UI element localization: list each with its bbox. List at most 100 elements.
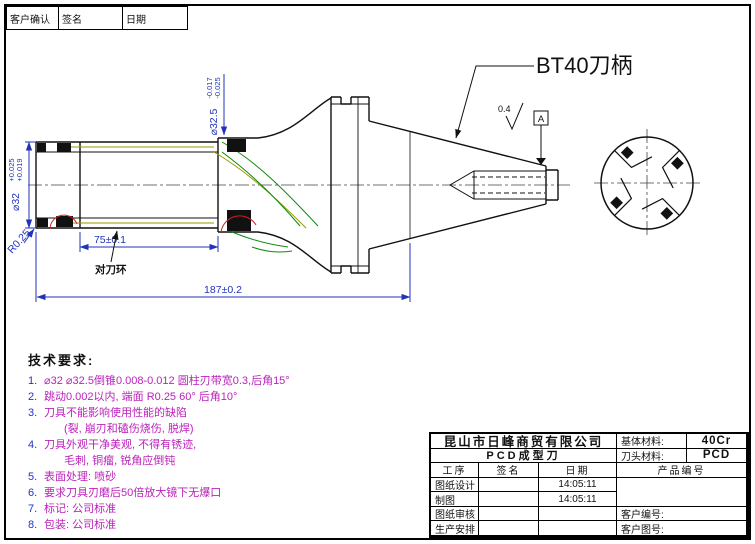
tech-req-line: 3. 刀具不能影响使用性能的缺陷 (28, 405, 420, 421)
tech-req-text: (裂, 崩刃和磕伤烧伤, 脱焊) (64, 423, 194, 435)
tech-req-text: 表面处理: 喷砂 (44, 471, 117, 483)
insert-top-left-b (57, 143, 71, 152)
tech-req-text: 刀具外观干净美观, 不得有锈迹, (44, 439, 197, 451)
thread-outline (449, 170, 546, 200)
tech-req-number (48, 453, 64, 469)
red-arc-left (49, 214, 78, 230)
shank-leader (455, 65, 534, 139)
tech-req-text: 毛刺, 铜瘤, 锐角应倒钝 (64, 455, 176, 467)
neck-curves (257, 97, 332, 273)
date-cell (539, 521, 617, 536)
tech-req-number: 7. (28, 503, 38, 515)
endview-flute-4 (614, 146, 653, 169)
tech-req-line: 毛刺, 铜瘤, 锐角应倒钝 (28, 453, 420, 469)
date-cell: 14:05:11 (539, 492, 617, 507)
ring-leader (110, 230, 119, 263)
dim-body-dia-text: ⌀32 +0.025 +0.019 (7, 158, 24, 211)
tech-req-number: 3. (28, 407, 38, 419)
tech-req-number: 2. (28, 391, 38, 403)
tech-req-text: 要求刀具刃磨后50倍放大镜下无爆口 (44, 487, 222, 499)
braze-lines-olive (60, 146, 307, 229)
title-block: 昆山市日峰商贸有限公司 基体材料: 40Cr PCD成型刀 刀头材料: PCD … (429, 432, 749, 538)
tech-req-number: 8. (28, 519, 38, 531)
tech-req-number: 6. (28, 487, 38, 499)
insert-top-right (227, 139, 246, 152)
customer-date-cell: 日期 (126, 15, 146, 26)
base-material-label: 基体材料: (617, 434, 687, 449)
company-name: 昆山市日峰商贸有限公司 (431, 434, 617, 449)
ring-dia-tol-lower: -0.025 (213, 77, 222, 98)
taper-outline (368, 120, 559, 250)
centerlines (28, 129, 702, 237)
thread-dashed-lines (472, 176, 545, 194)
insert-bottom-left-a (37, 218, 48, 227)
ring-dia-value: ⌀32.5 (208, 108, 220, 135)
tech-req-line: 8. 包装: 公司标准 (28, 517, 420, 533)
braze-curve (213, 151, 307, 229)
thread-hole (449, 170, 546, 200)
insert-bottom-right (227, 210, 251, 231)
body-dia-tol-lower: +0.019 (15, 158, 24, 181)
endview-flute-2 (641, 197, 680, 220)
body-dia-tol-upper: +0.025 (7, 158, 16, 181)
customer-no-label: 客户编号: (617, 506, 747, 522)
dim-body-length-text: 75±0.1 (94, 234, 126, 246)
tech-req-line: (裂, 崩刃和磕伤烧伤, 脱焊) (28, 421, 420, 437)
tech-req-number (48, 421, 64, 437)
column-header-date: 日期 (539, 463, 617, 478)
process-row-label: 图纸审核 (431, 506, 479, 522)
roughness-value: 0.4 (498, 104, 511, 114)
flute-curve-4 (251, 246, 293, 253)
endview-outer-circle (600, 136, 694, 230)
tech-req-text: ⌀32 ⌀32.5倒锥0.008-0.012 圆柱刃带宽0.3,后角15° (44, 375, 290, 387)
datum-label: A (538, 114, 545, 125)
column-header-sign: 签名 (479, 463, 539, 478)
ring-label: 对刀环 (95, 263, 127, 276)
customer-sign-cell: 签名 (59, 7, 123, 29)
datum-triangle (536, 158, 546, 165)
tip-material-label: 刀头材料: (617, 448, 687, 464)
cutter-body-outline (35, 137, 258, 233)
tech-req-line: 1. ⌀32 ⌀32.5倒锥0.008-0.012 圆柱刃带宽0.3,后角15° (28, 373, 420, 389)
dim-corner-radius-text: R0.25 (5, 227, 33, 256)
tech-req-number: 5. (28, 471, 38, 483)
tech-req-text: 刀具不能影响使用性能的缺陷 (44, 407, 187, 419)
tech-req-text: 跳动0.002以内, 端面 R0.25 60° 后角10° (44, 391, 238, 403)
process-row-label: 生产安排 (431, 521, 479, 536)
tech-req-text: 标记: 公司标准 (44, 503, 117, 515)
insert-bottom-left-b (56, 216, 73, 227)
leader-corner-radius (23, 228, 35, 244)
tech-req-text: 包装: 公司标准 (44, 519, 117, 531)
product-name: PCD成型刀 (431, 448, 617, 464)
flute-curves-green (221, 141, 319, 253)
sign-cell-empty (479, 521, 539, 536)
tech-req-number: 1. (28, 375, 38, 387)
product-no-value-empty (617, 477, 747, 507)
process-row-label: 制图 (431, 492, 479, 507)
endview-flute-3 (610, 177, 633, 216)
technical-requirements: 技术要求: 1. ⌀32 ⌀32.5倒锥0.008-0.012 圆柱刃带宽0.3… (28, 350, 420, 533)
dimension-texts: 75±0.1 187±0.2 R0.25 ⌀32 +0.025 +0.019 ⌀… (5, 77, 242, 296)
sign-cell-empty (479, 506, 539, 522)
tech-req-line: 4. 刀具外观干净美观, 不得有锈迹, (28, 437, 420, 453)
date-cell: 14:05:11 (539, 477, 617, 493)
tech-req-line: 7. 标记: 公司标准 (28, 501, 420, 517)
roughness-icon (505, 102, 524, 131)
base-material-value: 40Cr (687, 434, 747, 449)
insert-blocks (37, 139, 251, 231)
insert-top-left-a (37, 143, 46, 152)
sign-cell-empty (479, 492, 539, 507)
customer-confirm-label: 客户确认 (7, 7, 59, 29)
process-row-label: 图纸设计 (431, 477, 479, 493)
customer-dwg-label: 客户图号: (617, 521, 747, 536)
sign-cell-empty (479, 477, 539, 493)
dimensions (23, 74, 411, 302)
dim-overall-length-text: 187±0.2 (204, 284, 242, 296)
dim-ring-dia-text: ⌀32.5 -0.017 -0.025 (205, 77, 222, 135)
tech-req-line: 6. 要求刀具刃磨后50倍放大镜下无爆口 (28, 485, 420, 501)
shank-label: BT40刀柄 (536, 53, 633, 78)
annotations: BT40刀柄 对刀环 0.4 A (95, 53, 633, 276)
tech-req-line: 2. 跳动0.002以内, 端面 R0.25 60° 后角10° (28, 389, 420, 405)
flute-curve-2 (221, 151, 301, 227)
